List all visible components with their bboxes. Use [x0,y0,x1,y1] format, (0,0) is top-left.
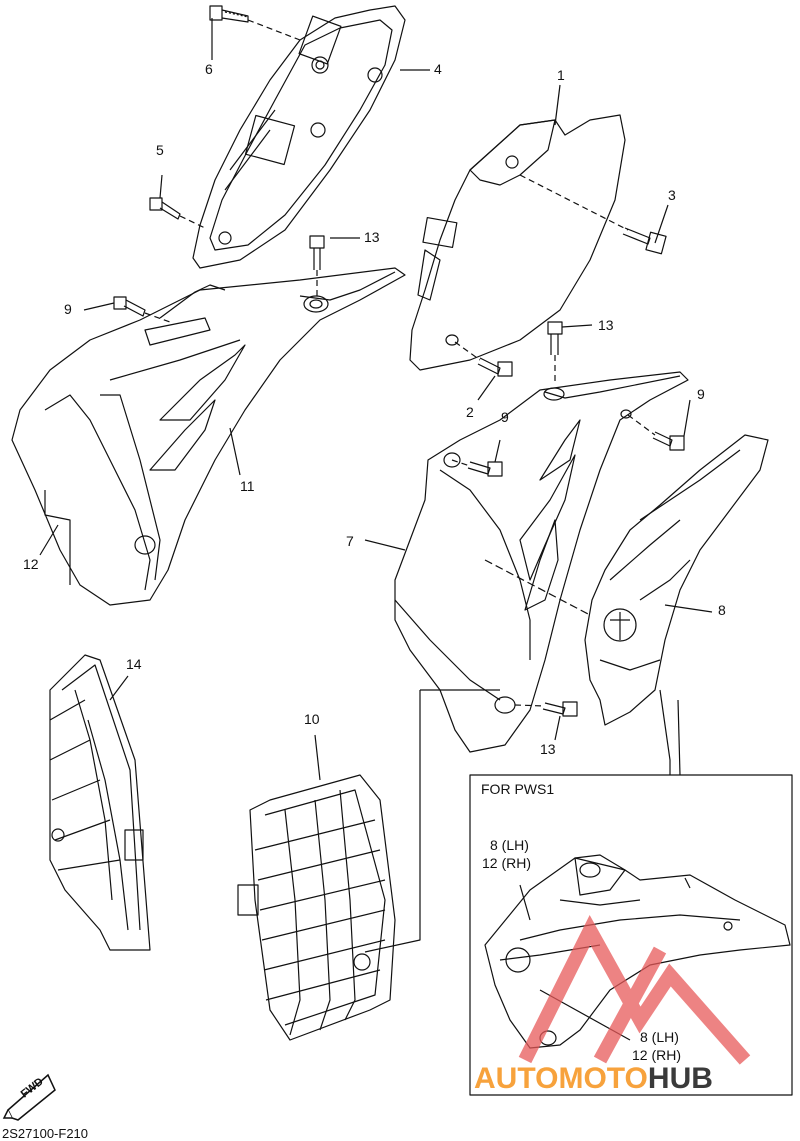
callout-10: 10 [304,711,320,727]
callout-12: 12 [23,556,39,572]
bolt-13-center [547,321,563,355]
bolt-5 [149,197,181,220]
inset-label-b-line1: 8 (LH) [640,1029,679,1045]
part-4-side-cover [192,5,406,269]
watermark-part3: HUB [647,1062,713,1095]
part-11-left-shroud [11,267,406,606]
callout-3: 3 [668,187,676,203]
watermark-part1: AUTO [474,1062,559,1095]
inset-box [469,774,793,1096]
part-1-number-plate [409,114,626,371]
watermark-logo [518,914,751,1065]
diagram-code: 2S27100-F210 [2,1126,89,1141]
callout-9-middle: 9 [501,409,509,425]
bolt-3 [622,227,667,255]
callout-5: 5 [156,142,164,158]
inset-title: FOR PWS1 [481,781,555,797]
bolt-9-middle [467,461,503,477]
inset-label-a-line2: 12 (RH) [482,855,532,871]
inset-label-b-line2: 12 (RH) [632,1047,682,1063]
fwd-arrow [2,1073,56,1121]
bolt-2 [477,357,513,377]
bolt-13-lower [542,701,578,717]
part-10-radiator-louver [237,774,396,1041]
callout-13-center: 13 [598,317,614,333]
bolt-6 [209,5,249,23]
callout-11: 11 [240,478,255,494]
callout-9-left: 9 [64,301,72,317]
bolt-9-right [652,431,685,451]
callout-8: 8 [718,602,726,618]
callout-14: 14 [126,656,142,672]
callout-13-upper: 13 [364,229,380,245]
callout-1: 1 [557,67,565,83]
callout-6: 6 [205,61,213,77]
part-7-right-shroud [394,371,689,753]
callout-2: 2 [466,404,474,420]
part-8-graphic [584,434,769,726]
callout-9-right: 9 [697,386,705,402]
bolt-9-left [113,296,146,317]
callout-13-lower: 13 [540,741,556,757]
inset-label-a-line1: 8 (LH) [490,837,529,853]
part-14-radiator-louver [49,654,151,951]
watermark-text: AUTOMOTOHUB [474,1062,713,1096]
callout-7: 7 [346,533,354,549]
bolt-13-upper [309,235,325,270]
callout-4: 4 [434,61,442,77]
watermark-part2: MOTO [558,1062,648,1095]
